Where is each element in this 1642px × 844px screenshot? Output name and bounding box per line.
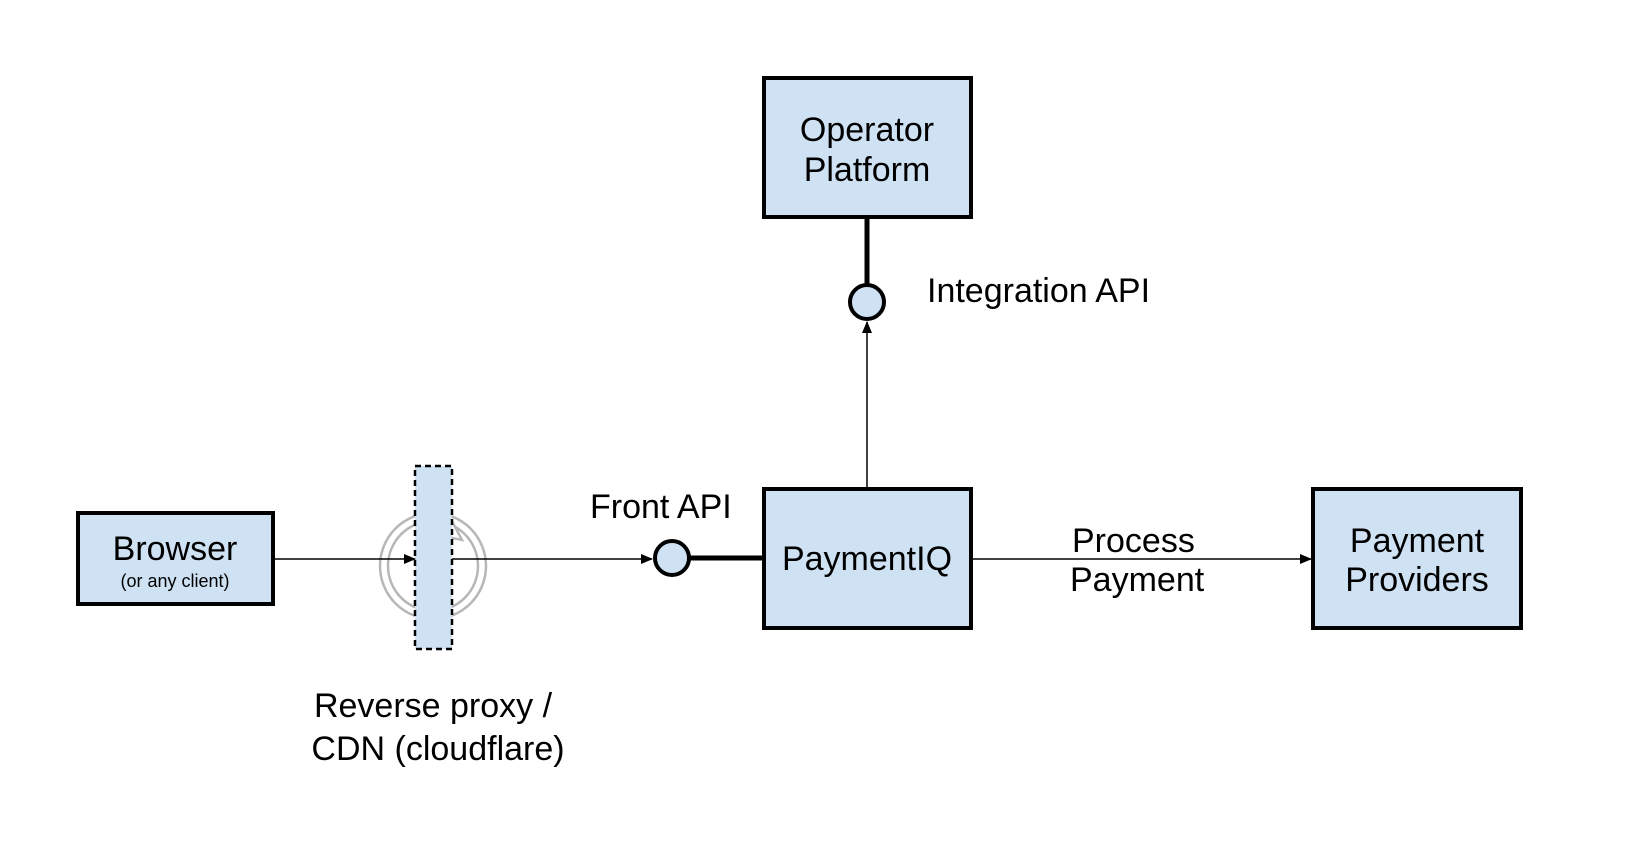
process-payment-label-line1: Process [1072,522,1195,560]
front-api-interface-icon [653,539,691,577]
reverse-proxy-label-line2: CDN (cloudflare) [311,730,564,768]
operator-platform-label-line2: Platform [804,151,931,189]
reverse-proxy-bar [413,464,454,651]
payment-providers-label-line1: Payment [1350,522,1485,560]
payment-providers-box [1311,487,1523,630]
payment-providers-label-line2: Providers [1345,561,1489,599]
operator-platform-box [762,76,973,219]
reverse-proxy-label-line1: Reverse proxy / [314,687,553,725]
operator-platform-node: Operator Platform [762,76,973,219]
front-api-label: Front API [590,488,732,526]
browser-sublabel: (or any client) [120,571,229,591]
browser-label: Browser [113,530,238,568]
paymentiq-node: PaymentIQ [762,487,973,630]
operator-platform-label-line1: Operator [800,111,934,149]
integration-api-label: Integration API [927,272,1150,310]
integration-api-interface-icon [848,283,886,321]
reverse-proxy-node: Reverse proxy / CDN (cloudflare) [311,464,565,768]
browser-box [76,511,275,606]
paymentiq-label: PaymentIQ [782,540,952,578]
browser-node: Browser (or any client) [76,511,275,606]
payment-providers-node: Payment Providers [1311,487,1523,630]
process-payment-label-line2: Payment [1070,561,1205,599]
paymentiq-box [762,487,973,630]
